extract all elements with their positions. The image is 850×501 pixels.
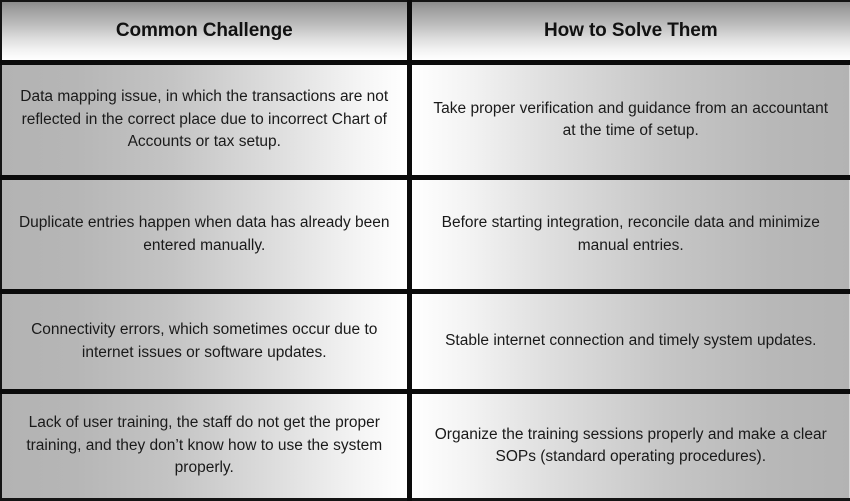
column-header-common-challenge: Common Challenge xyxy=(0,0,412,65)
table-row: Connectivity errors, which sometimes occ… xyxy=(0,291,850,394)
cell-solution-3: Stable internet connection and timely sy… xyxy=(409,291,850,394)
cell-solution-2: Before starting integration, reconcile d… xyxy=(409,177,850,294)
solution-text: Stable internet connection and timely sy… xyxy=(445,332,817,350)
cell-challenge-1: Data mapping issue, in which the transac… xyxy=(0,62,412,180)
table-header: Common Challenge How to Solve Them xyxy=(0,0,850,65)
challenge-text: Data mapping issue, in which the transac… xyxy=(20,88,389,151)
challenge-text: Connectivity errors, which sometimes occ… xyxy=(31,321,378,361)
column-header-how-to-solve-them: How to Solve Them xyxy=(409,0,850,65)
cell-challenge-3: Connectivity errors, which sometimes occ… xyxy=(0,291,412,394)
table-row: Duplicate entries happen when data has a… xyxy=(0,177,850,294)
cell-solution-1: Take proper verification and guidance fr… xyxy=(409,62,850,180)
table-row: Data mapping issue, in which the transac… xyxy=(0,62,850,180)
cell-challenge-2: Duplicate entries happen when data has a… xyxy=(0,177,412,294)
table-header-row: Common Challenge How to Solve Them xyxy=(0,0,850,65)
cell-solution-4: Organize the training sessions properly … xyxy=(409,391,850,501)
cell-challenge-4: Lack of user training, the staff do not … xyxy=(0,391,412,501)
solution-text: Before starting integration, reconcile d… xyxy=(441,214,820,254)
table-body: Data mapping issue, in which the transac… xyxy=(0,62,850,501)
table-row: Lack of user training, the staff do not … xyxy=(0,391,850,501)
solution-text: Organize the training sessions properly … xyxy=(434,425,827,465)
solution-text: Take proper verification and guidance fr… xyxy=(433,99,829,139)
challenge-text: Lack of user training, the staff do not … xyxy=(26,414,383,477)
challenge-text: Duplicate entries happen when data has a… xyxy=(18,214,390,254)
